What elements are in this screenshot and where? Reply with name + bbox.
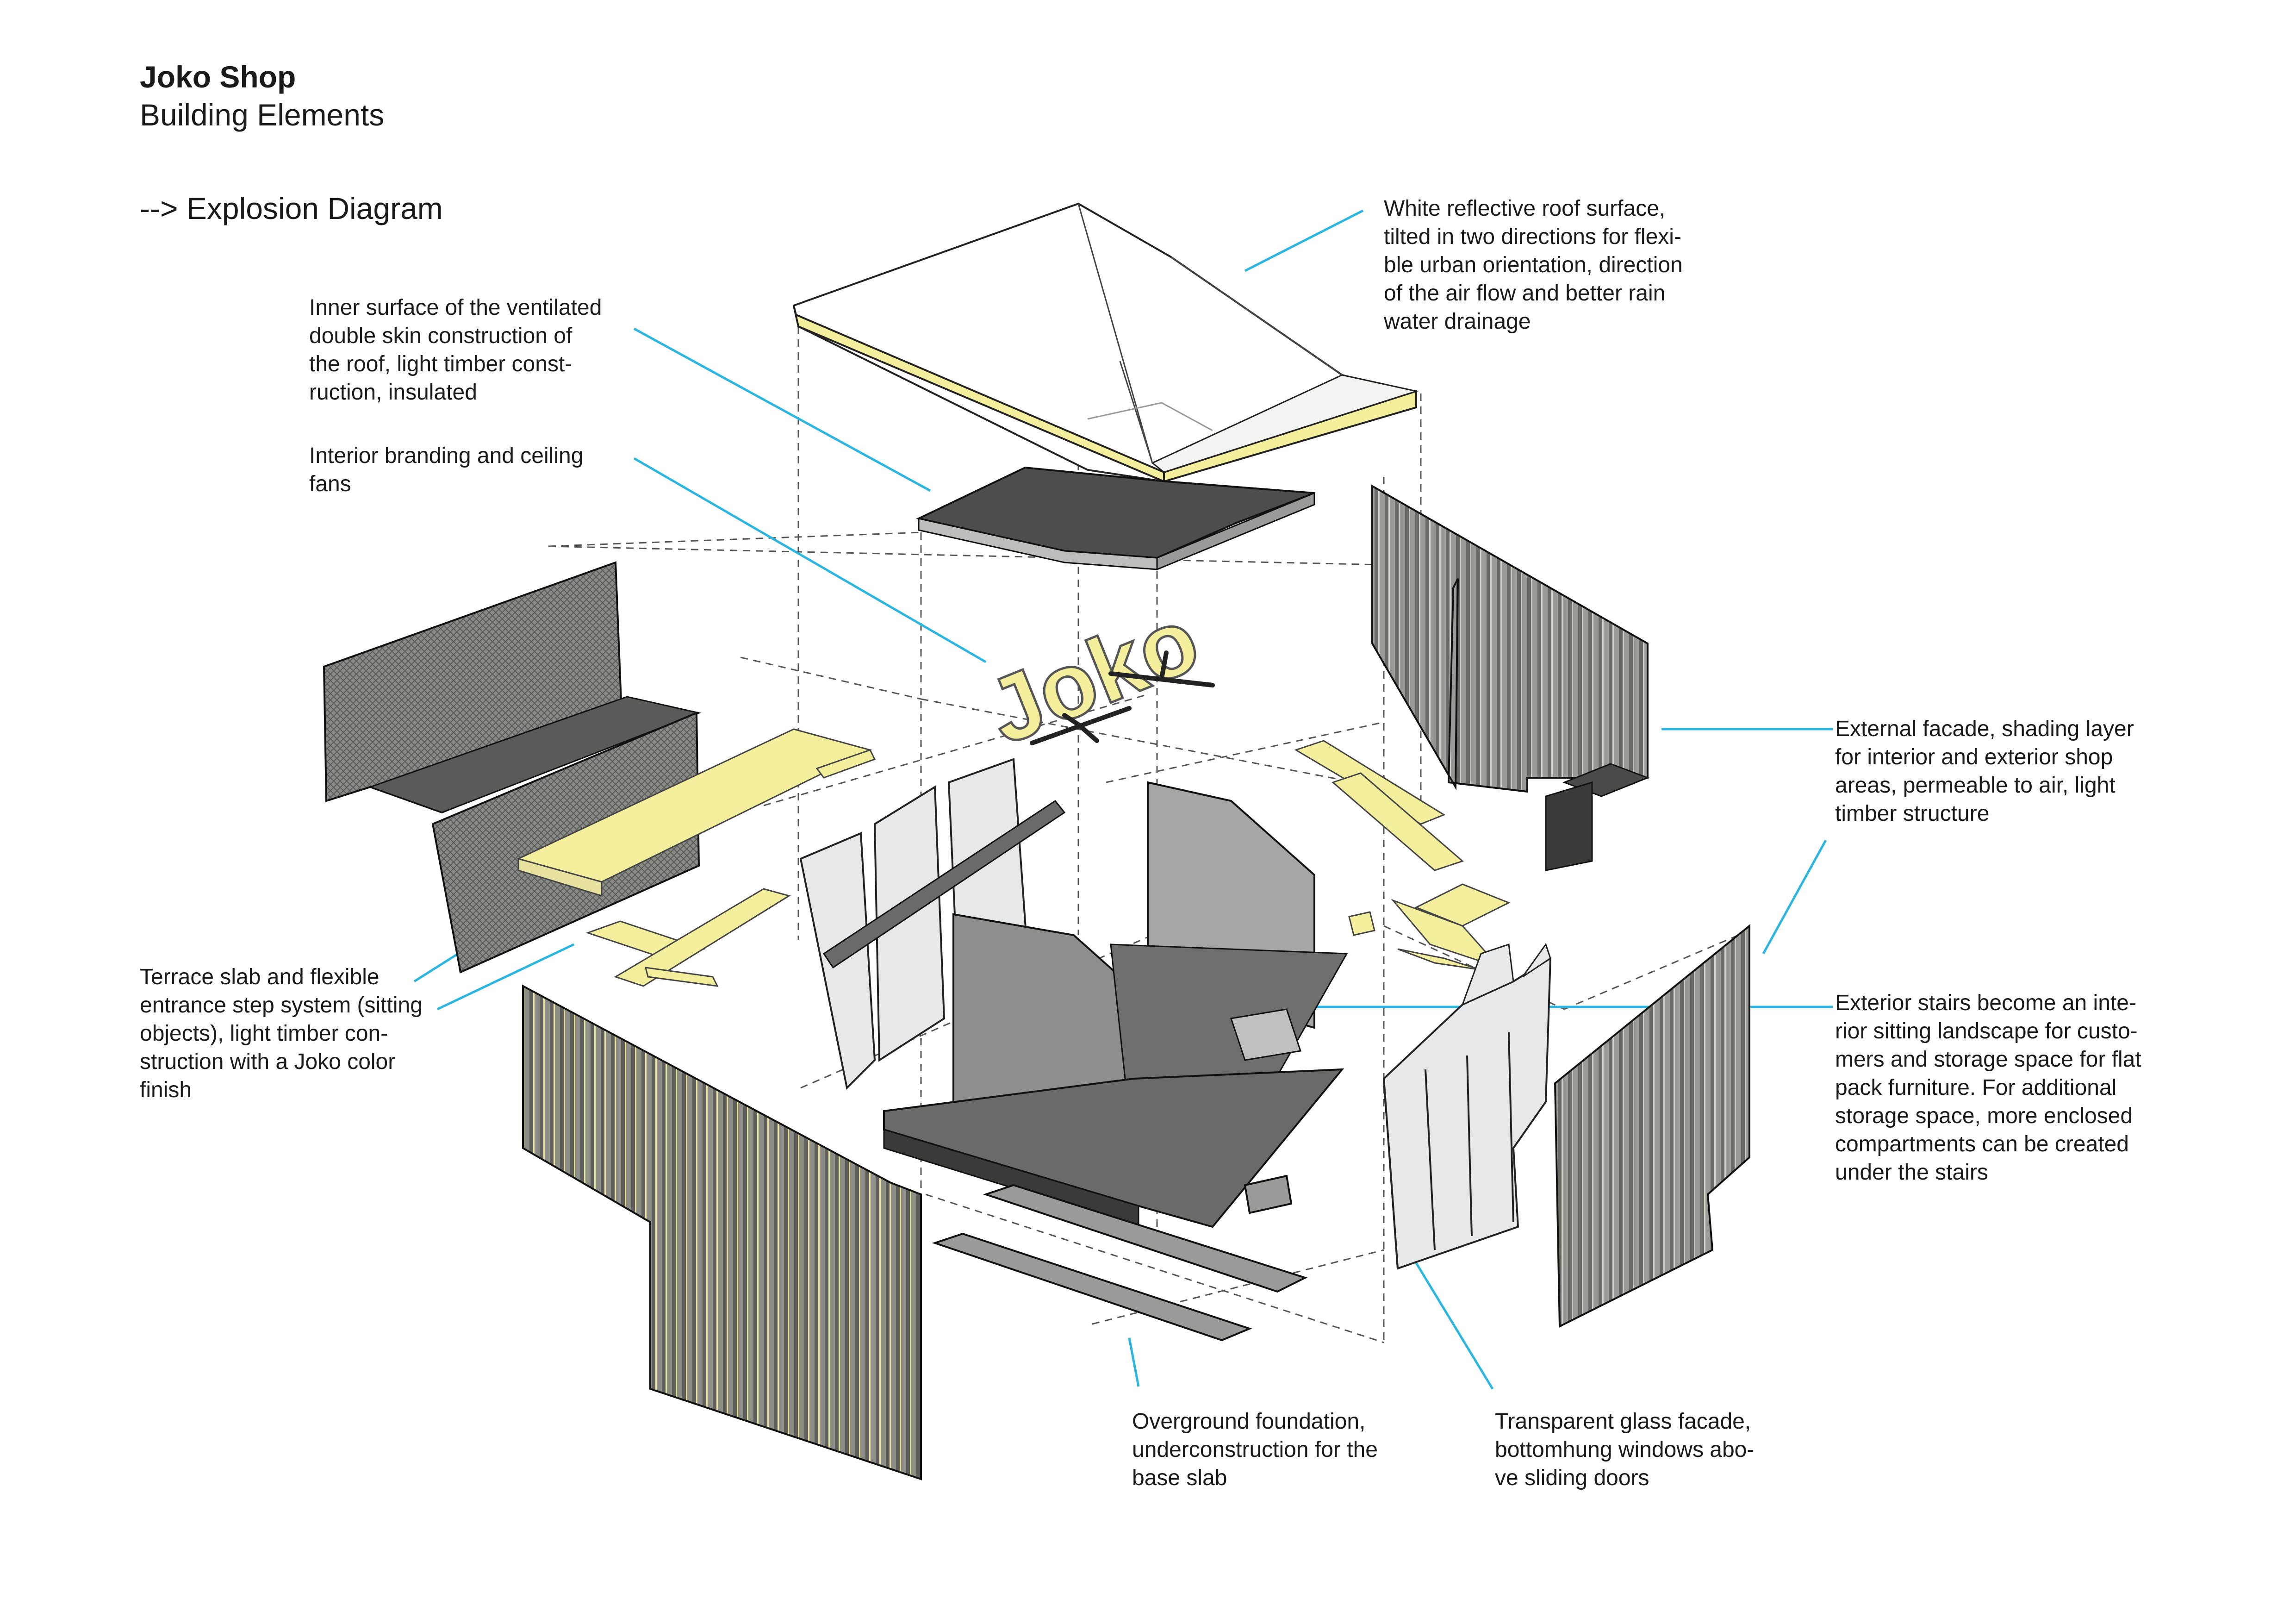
- left-front-facade: [522, 984, 922, 1480]
- foundation-beams: [932, 1174, 1308, 1342]
- right-front-facade: [1554, 924, 1750, 1328]
- exterior-stairs: [1294, 740, 1511, 971]
- right-glass-facade: [1382, 943, 1552, 1270]
- leader-terrace-2: [436, 943, 575, 1011]
- annotation-branding: Interior branding and ceiling fans: [309, 443, 584, 496]
- right-back-facade: [1371, 484, 1650, 871]
- annotation-foundation: Overground foundation, underconstruction…: [1132, 1409, 1378, 1490]
- diagram-subtitle: Building Elements: [140, 98, 385, 132]
- ceiling-fans: [1030, 650, 1215, 745]
- left-back-facade: [323, 561, 702, 974]
- section-heading: --> Explosion Diagram: [140, 191, 443, 225]
- left-glass-facade: [799, 758, 1066, 1090]
- annotation-roof-surface: White reflective roof surface, tilted in…: [1384, 196, 1683, 334]
- leader-glass: [1412, 1258, 1494, 1390]
- annotation-terrace: Terrace slab and flexible entrance step …: [140, 965, 423, 1102]
- annotation-inner-roof: Inner surface of the ventilated double s…: [309, 295, 602, 405]
- annotation-external-facade: External facade, shading layer for inter…: [1835, 717, 2134, 826]
- leader-roof-surface: [1244, 209, 1364, 272]
- leader-inner-roof: [633, 327, 931, 492]
- diagram-title: Joko Shop: [140, 60, 296, 94]
- leader-foundation: [1128, 1337, 1140, 1387]
- terrace-elements: [516, 728, 876, 987]
- inner-roof: [915, 466, 1315, 571]
- annotation-stairs: Exterior stairs become an inte- rior sit…: [1835, 991, 2141, 1185]
- leader-facade-2: [1762, 839, 1827, 955]
- interior-core: [883, 781, 1348, 1228]
- leader-branding: [633, 457, 987, 663]
- roof-surface: [792, 202, 1419, 483]
- annotation-glass-facade: Transparent glass facade, bottomhung win…: [1495, 1409, 1755, 1490]
